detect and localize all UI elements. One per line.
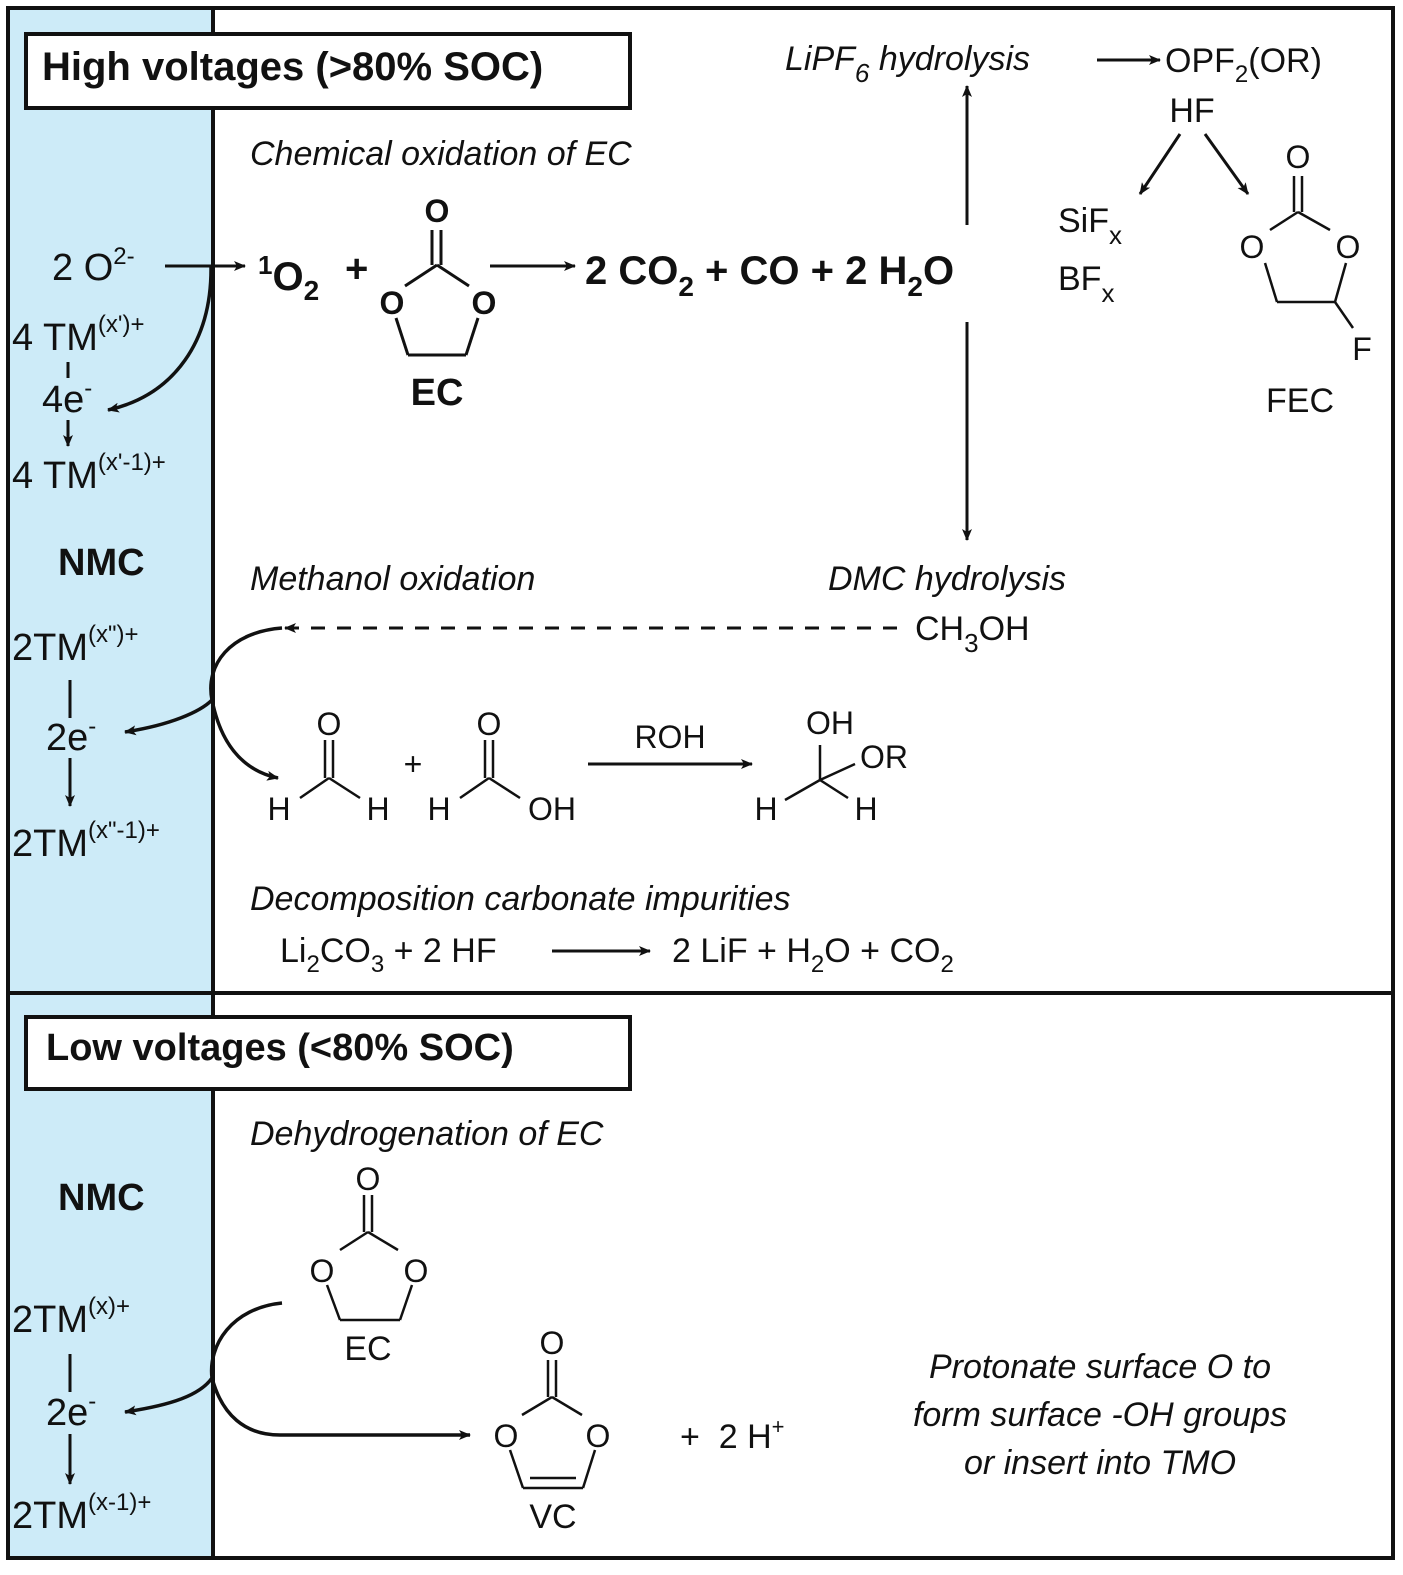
formic-acid-o: O — [477, 706, 502, 742]
formaldehyde-h: H — [366, 791, 389, 827]
dmc-hydrolysis-label: DMC hydrolysis — [828, 560, 1066, 598]
nmc-label-high: NMC — [58, 542, 145, 584]
protons: + 2 H+ — [680, 1414, 785, 1456]
vc-ring-o: O — [586, 1418, 611, 1454]
formaldehyde-h: H — [267, 791, 290, 827]
ec-ring-o: O — [472, 285, 497, 321]
methanol-product-arrow — [210, 699, 279, 781]
electrons-4: 4e- — [42, 375, 92, 421]
low-voltage-title-box — [24, 1015, 632, 1091]
tm-x-dprime: 2TM(x")+ — [12, 621, 139, 669]
carbonate-lhs: Li2CO3 + 2 HF — [280, 932, 497, 978]
hf-to-fluorides-arrow — [1138, 133, 1182, 195]
sifx: SiFx — [1058, 202, 1122, 250]
plus-sign: + — [404, 746, 423, 782]
hf-label: HF — [1169, 92, 1214, 130]
vc-molecule — [508, 1360, 597, 1490]
methanol-oxidation-label: Methanol oxidation — [250, 560, 535, 598]
tm-x-prime: 4 TM(x')+ — [12, 311, 144, 359]
methanol-formula: CH3OH — [915, 610, 1030, 658]
high-voltage-panel — [6, 6, 1395, 995]
hemiacetal-h: H — [854, 791, 877, 827]
vc-ring-o: O — [494, 1418, 519, 1454]
formaldehyde-o: O — [317, 706, 342, 742]
tm-x-reduced: 2TM(x-1)+ — [12, 1489, 151, 1537]
hf-to-fec-arrow — [1203, 133, 1250, 195]
ec-low-ring-o: O — [404, 1253, 429, 1289]
vc-formation-arrow — [210, 1377, 471, 1440]
proton-note-line-3: or insert into TMO — [964, 1444, 1236, 1482]
tm-x: 2TM(x)+ — [12, 1293, 130, 1341]
proton-note-line-1: Protonate surface O to — [929, 1348, 1271, 1386]
ec-molecule-low — [325, 1195, 414, 1322]
ec-low-label: EC — [344, 1330, 391, 1368]
tm-x-dprime-reduced: 2TM(x"-1)+ — [12, 817, 160, 865]
oxidation-products: 2 CO2 + CO + 2 H2O — [585, 249, 954, 302]
low-voltage-panel — [6, 991, 1395, 1560]
ec-low-ring-o: O — [310, 1253, 335, 1289]
oxide-ion: 2 O2- — [52, 243, 135, 289]
chemical-oxidation-label: Chemical oxidation of EC — [250, 135, 632, 173]
carbonate-rhs: 2 LiF + H2O + CO2 — [672, 932, 954, 978]
formic-acid — [459, 740, 521, 800]
ec-curved-in — [209, 1301, 283, 1379]
fec-ring-o: O — [1336, 229, 1361, 265]
ec-low-carbonyl-o: O — [356, 1161, 381, 1197]
high-voltage-title-box — [24, 32, 632, 110]
carbonate-decomposition-label: Decomposition carbonate impurities — [250, 880, 790, 918]
vc-label: VC — [529, 1498, 576, 1536]
bfx: BFx — [1058, 260, 1114, 308]
formic-acid-h: H — [427, 791, 450, 827]
hemiacetal — [784, 745, 856, 802]
ec-ring-o: O — [380, 285, 405, 321]
low-voltage-title: Low voltages (<80% SOC) — [46, 1027, 514, 1069]
fec-fluorine: F — [1352, 331, 1372, 367]
vc-carbonyl-o: O — [540, 1325, 565, 1361]
hemiacetal-h: H — [754, 791, 777, 827]
hemiacetal-oh: OH — [806, 705, 854, 741]
formaldehyde — [299, 740, 361, 800]
plus-sign: + — [345, 247, 368, 291]
high-voltage-title: High voltages (>80% SOC) — [42, 45, 543, 89]
fec-molecule — [1263, 176, 1355, 329]
electron-transfer-arrow — [107, 265, 213, 413]
opf2-or: OPF2(OR) — [1165, 42, 1322, 88]
electron-transfer-arrow-3 — [124, 1376, 214, 1416]
ec-carbonyl-o: O — [425, 193, 450, 229]
fec-label: FEC — [1266, 382, 1334, 420]
fec-carbonyl-o: O — [1286, 139, 1311, 175]
dehydrogenation-label: Dehydrogenation of EC — [250, 1115, 604, 1153]
formic-acid-oh: OH — [528, 791, 576, 827]
methanol-curved-in — [209, 626, 283, 701]
electrons-2-low: 2e- — [46, 1388, 96, 1434]
singlet-oxygen: 1O2 — [258, 250, 319, 306]
electrons-2-high: 2e- — [46, 713, 96, 759]
fec-ring-o: O — [1240, 229, 1265, 265]
tm-x-prime-reduced: 4 TM(x'-1)+ — [12, 449, 166, 497]
nmc-label-low: NMC — [58, 1177, 145, 1219]
ec-label: EC — [411, 372, 464, 414]
electron-transfer-arrow-2 — [124, 698, 214, 736]
ec-molecule — [394, 230, 480, 357]
roh-reagent: ROH — [634, 719, 705, 755]
lipf6-hydrolysis-label: LiPF6 hydrolysis — [785, 40, 1030, 88]
hemiacetal-or: OR — [860, 739, 908, 775]
proton-note-line-2: form surface -OH groups — [913, 1396, 1287, 1434]
